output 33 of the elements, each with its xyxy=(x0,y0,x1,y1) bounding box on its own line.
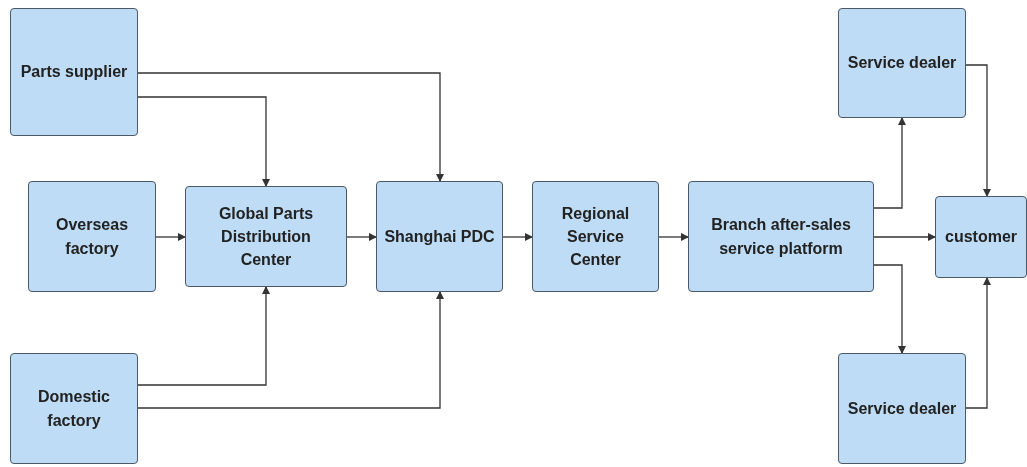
process-box xyxy=(838,8,966,118)
arrow xyxy=(965,277,991,409)
arrow xyxy=(137,286,270,386)
arrow xyxy=(658,233,689,241)
box-label: Overseas factory xyxy=(54,215,130,259)
box-label: Service dealer xyxy=(846,53,958,74)
process-box xyxy=(838,353,966,464)
box-label: Regional Service Center xyxy=(560,203,631,271)
process-box xyxy=(10,353,138,464)
process-box xyxy=(376,181,503,292)
arrow xyxy=(873,233,936,241)
box-label: Shanghai PDC xyxy=(383,226,496,247)
box-label: customer xyxy=(944,227,1018,248)
process-box xyxy=(688,181,874,292)
process-box xyxy=(532,181,659,292)
arrow xyxy=(137,291,444,409)
box-label: Branch after-sales service platform xyxy=(710,215,852,259)
box-label: Domestic factory xyxy=(37,387,111,431)
arrow xyxy=(137,72,444,182)
arrow xyxy=(346,233,377,241)
arrow xyxy=(137,96,270,187)
process-box xyxy=(10,8,138,136)
process-box xyxy=(935,196,1027,278)
arrow xyxy=(502,233,533,241)
box-label: Global Parts Distribution Center xyxy=(217,203,315,271)
arrow xyxy=(155,233,186,241)
arrow xyxy=(965,64,991,197)
arrow xyxy=(873,264,906,354)
process-box xyxy=(28,181,156,292)
box-label: Service dealer xyxy=(846,398,958,419)
process-box xyxy=(185,186,347,287)
arrow xyxy=(873,117,906,209)
box-label: Parts supplier xyxy=(19,62,129,83)
